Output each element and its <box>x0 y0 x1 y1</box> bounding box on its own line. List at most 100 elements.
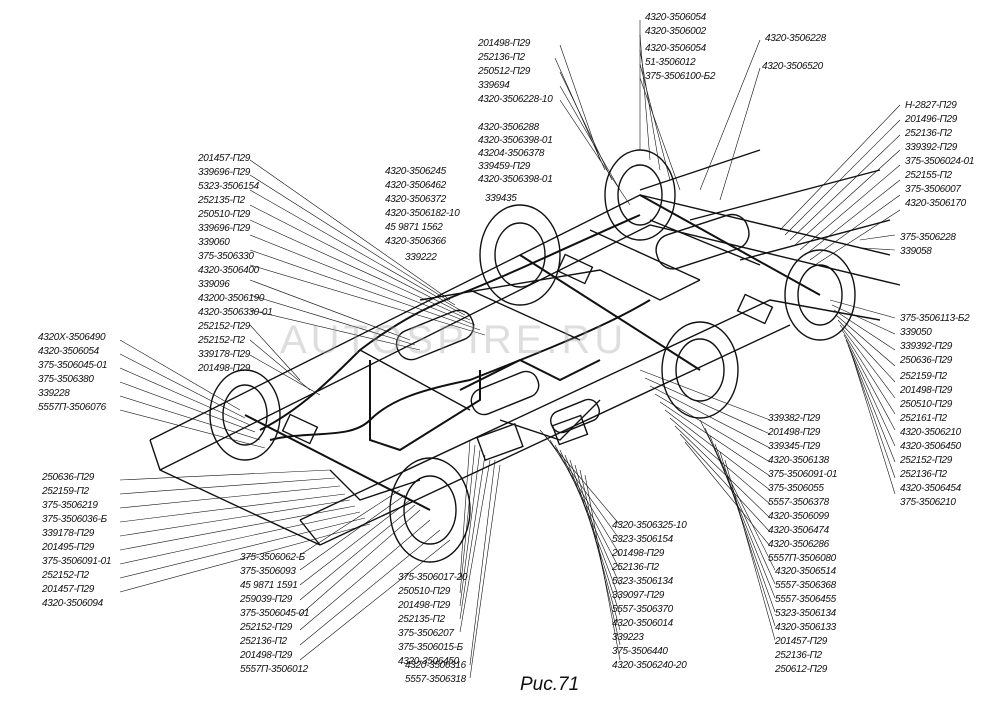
brake-pipe <box>419 269 701 301</box>
figure-caption: Рис.71 <box>520 674 580 695</box>
part-label: 4320-3506099 <box>768 511 829 522</box>
part-label: 252155-П2 <box>905 170 952 181</box>
part-label: 5557-3506370 <box>612 604 673 615</box>
part-label: 339696-П29 <box>198 223 251 234</box>
part-label: 252152-П29 <box>198 321 251 332</box>
part-label: 250612-П29 <box>775 664 828 675</box>
part-label: 375-3506228 <box>900 232 956 243</box>
axle <box>519 254 701 371</box>
part-label: 375-3506440 <box>612 646 668 657</box>
part-label: 4320-3506228-10 <box>478 94 553 105</box>
part-label: 5557П-3506012 <box>240 664 308 675</box>
leader-lines <box>119 20 901 679</box>
frame-rail <box>319 324 791 546</box>
part-label: 375-3506062-Б <box>240 552 305 563</box>
part-label: 339382-П29 <box>768 413 821 424</box>
part-label: 250512-П29 <box>478 66 531 77</box>
brake-drum <box>494 222 546 288</box>
part-label: 4320-3506054 <box>645 43 706 54</box>
part-label: 375-3506207 <box>398 628 454 639</box>
part-label: 5557-3506368 <box>775 580 836 591</box>
brake-pipe <box>459 358 601 391</box>
part-label: 375-3506055 <box>768 483 824 494</box>
part-label: 339222 <box>405 252 437 263</box>
cross-member <box>359 349 471 411</box>
cross-member <box>589 229 701 281</box>
part-label: 4320-3506398-01 <box>478 174 553 185</box>
part-label: 4320-3506398-01 <box>478 135 553 146</box>
part-label: 201496-П29 <box>905 114 958 125</box>
brake-drum <box>479 204 561 306</box>
air-tank <box>470 370 540 416</box>
part-label: 4320-3506138 <box>768 455 829 466</box>
brake-pipe <box>259 214 641 431</box>
brake-drum <box>784 249 856 341</box>
part-label: 339096 <box>198 279 230 290</box>
part-label: 201457-П29 <box>42 584 95 595</box>
brake-drum <box>661 321 739 419</box>
part-label: 375-3506113-Б2 <box>900 313 970 324</box>
part-label: 4320-3506170 <box>905 198 966 209</box>
part-label: 375-3506100-Б2 <box>645 71 716 82</box>
part-label: 4320-3506514 <box>775 566 836 577</box>
part-label: 252152-П2 <box>42 570 89 581</box>
part-label: 252135-П2 <box>398 614 445 625</box>
part-label: 375-3506045-01 <box>38 360 108 371</box>
part-label: 4320-3506210 <box>900 427 961 438</box>
part-label: 4320-3506462 <box>385 180 446 191</box>
part-label: 5323-3506134 <box>775 608 836 619</box>
brake-pipe <box>369 360 481 452</box>
part-label: 201498-П29 <box>240 650 293 661</box>
part-label: 201498-П29 <box>900 385 953 396</box>
cross-member <box>649 219 761 266</box>
part-label: 4320Х-3506490 <box>38 332 106 343</box>
part-label: 339228 <box>38 388 70 399</box>
brake-chamber <box>476 422 524 462</box>
part-label: 375-3506091-01 <box>768 469 838 480</box>
part-label: 5557-3506318 <box>405 674 466 685</box>
part-label: 339392-П29 <box>905 142 958 153</box>
part-label: 375-3506210 <box>900 497 956 508</box>
part-label: 5557П-3506080 <box>768 553 836 564</box>
part-label: 43200-3506190 <box>198 293 265 304</box>
part-label: 4320-3506366 <box>385 236 446 247</box>
part-label: 4320-3506133 <box>775 622 836 633</box>
brake-chamber <box>551 414 589 446</box>
frame-rail <box>299 299 881 521</box>
part-label: 339058 <box>900 246 932 257</box>
brake-pipe <box>329 469 421 501</box>
part-label: 5323-3506154 <box>612 534 673 545</box>
part-label: 201498-П29 <box>612 548 665 559</box>
part-label: 375-3506045-01 <box>240 608 310 619</box>
part-label: 4320-3506002 <box>645 26 706 37</box>
part-label: 4320-3506228 <box>765 33 826 44</box>
part-label: 252136-П2 <box>905 128 952 139</box>
part-label: 4320-3506316 <box>405 660 466 671</box>
brake-drum <box>617 164 663 226</box>
part-label: 5323-3506154 <box>198 181 259 192</box>
part-label: 339178-П29 <box>198 349 251 360</box>
air-tank <box>655 213 750 270</box>
part-label: 339696-П29 <box>198 167 251 178</box>
part-label: 201495-П29 <box>42 542 95 553</box>
part-label: 45 9871 1591 <box>240 580 298 591</box>
part-label: 252159-П2 <box>900 371 947 382</box>
part-label: 4320-3506474 <box>768 525 829 536</box>
part-label: 4320-3506054 <box>645 12 706 23</box>
part-label: 375-3506091-01 <box>42 556 112 567</box>
part-label: 201457-П29 <box>198 153 251 164</box>
part-label: 4320-3506372 <box>385 194 446 205</box>
brake-drum <box>389 457 471 563</box>
axle <box>244 414 431 511</box>
part-label: 201498-П29 <box>198 363 251 374</box>
part-label: 375-3506007 <box>905 184 961 195</box>
part-label: 4320-3506182-10 <box>385 208 460 219</box>
part-label: 339060 <box>198 237 230 248</box>
part-label: 375-3506219 <box>42 500 98 511</box>
part-label: 339097-П29 <box>612 590 665 601</box>
part-label: 339050 <box>900 327 932 338</box>
part-label: 259039-П29 <box>240 594 293 605</box>
air-tank <box>395 309 475 361</box>
part-label: 252136-П2 <box>900 469 947 480</box>
